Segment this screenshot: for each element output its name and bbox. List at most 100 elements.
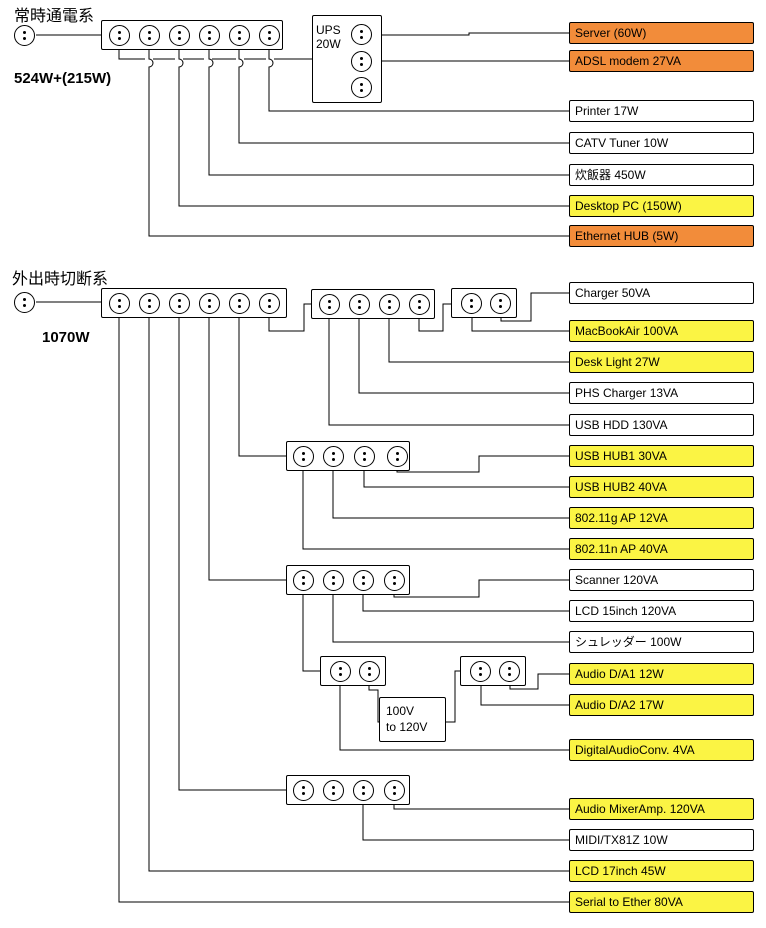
device-box: Desktop PC (150W) xyxy=(569,195,754,217)
outlet-icon xyxy=(259,25,280,46)
outlet-icon xyxy=(490,293,511,314)
wire xyxy=(328,314,569,426)
wire xyxy=(509,673,569,690)
power-strip xyxy=(286,775,410,805)
ups-wattage: 20W xyxy=(316,37,341,51)
outlet-icon xyxy=(229,293,250,314)
device-box: 802.11n AP 40VA xyxy=(569,538,754,560)
wire xyxy=(500,292,569,322)
section-title-away-cut: 外出時切断系 xyxy=(12,271,109,288)
device-box: Printer 17W xyxy=(569,100,754,122)
section-total-always-on: 524W+(215W) xyxy=(14,70,112,87)
wire xyxy=(238,49,569,144)
outlet-icon xyxy=(351,77,372,98)
power-strip xyxy=(451,288,517,318)
wire xyxy=(471,313,569,332)
wire xyxy=(363,467,569,488)
wire xyxy=(362,591,569,612)
wire xyxy=(302,467,569,550)
outlet-icon xyxy=(461,293,482,314)
device-box: MacBookAir 100VA xyxy=(569,320,754,342)
outlet-icon xyxy=(169,293,190,314)
device-box: 802.11g AP 12VA xyxy=(569,507,754,529)
voltage-converter: 100V to 120V xyxy=(379,697,446,742)
outlet-icon xyxy=(384,570,405,591)
wire xyxy=(371,32,569,36)
power-strip xyxy=(286,441,410,471)
outlet-icon xyxy=(169,25,190,46)
wire xyxy=(118,313,569,903)
device-box: シュレッダー 100W xyxy=(569,631,754,653)
section-total-away-cut: 1070W xyxy=(42,329,90,346)
outlet-icon xyxy=(293,446,314,467)
device-box: PHS Charger 13VA xyxy=(569,382,754,404)
outlet-icon xyxy=(293,780,314,801)
wire xyxy=(332,467,569,519)
outlet-icon xyxy=(293,570,314,591)
outlet-icon xyxy=(323,570,344,591)
device-box: Ethernet HUB (5W) xyxy=(569,225,754,247)
wire xyxy=(302,591,320,672)
outlet-icon xyxy=(409,294,430,315)
device-box: USB HUB1 30VA xyxy=(569,445,754,467)
outlet-icon xyxy=(139,293,160,314)
wire xyxy=(339,684,569,751)
outlet-icon xyxy=(353,780,374,801)
outlet-icon xyxy=(323,446,344,467)
outlet-icon xyxy=(499,661,520,682)
outlet-icon xyxy=(349,294,370,315)
wire xyxy=(268,303,311,332)
wall-outlet-icon xyxy=(14,25,35,46)
wire xyxy=(268,49,569,112)
section-title-always-on: 常時通電系 xyxy=(14,8,95,25)
wire xyxy=(393,579,569,598)
outlet-icon xyxy=(470,661,491,682)
wire xyxy=(208,313,286,581)
device-box: LCD 15inch 120VA xyxy=(569,600,754,622)
power-strip xyxy=(101,20,283,50)
device-box: Audio D/A2 17W xyxy=(569,694,754,716)
power-strip xyxy=(311,289,435,319)
device-box: Audio D/A1 12W xyxy=(569,663,754,685)
wire xyxy=(148,313,569,872)
device-box: Server (60W) xyxy=(569,22,754,44)
device-box: Desk Light 27W xyxy=(569,351,754,373)
power-strip xyxy=(101,288,287,318)
outlet-icon xyxy=(353,570,374,591)
wire xyxy=(396,455,569,473)
outlet-icon xyxy=(384,780,405,801)
outlet-icon xyxy=(351,24,372,45)
wire-jumps xyxy=(148,49,569,237)
wire xyxy=(208,49,569,176)
outlet-icon xyxy=(319,294,340,315)
outlet-icon xyxy=(229,25,250,46)
device-box: Audio MixerAmp. 120VA xyxy=(569,798,754,820)
outlet-icon xyxy=(199,293,220,314)
device-box: Charger 50VA xyxy=(569,282,754,304)
device-box: Scanner 120VA xyxy=(569,569,754,591)
ups-label: UPS xyxy=(316,23,341,37)
wire xyxy=(362,802,569,841)
device-box: 炊飯器 450W xyxy=(569,164,754,186)
wire xyxy=(178,49,569,207)
device-box: CATV Tuner 10W xyxy=(569,132,754,154)
outlet-icon xyxy=(109,25,130,46)
device-box: LCD 17inch 45W xyxy=(569,860,754,882)
wire xyxy=(418,303,451,332)
wire xyxy=(332,591,569,643)
wire xyxy=(480,681,569,706)
wire xyxy=(118,50,283,60)
wire xyxy=(446,670,460,723)
wall-outlet-icon xyxy=(14,292,35,313)
outlet-icon xyxy=(330,661,351,682)
outlet-icon xyxy=(379,294,400,315)
device-box: USB HUB2 40VA xyxy=(569,476,754,498)
wire xyxy=(388,314,569,363)
device-box: MIDI/TX81Z 10W xyxy=(569,829,754,851)
converter-line2: to 120V xyxy=(386,720,428,734)
power-strip xyxy=(320,656,386,686)
wire xyxy=(238,313,286,457)
wire xyxy=(358,314,569,394)
